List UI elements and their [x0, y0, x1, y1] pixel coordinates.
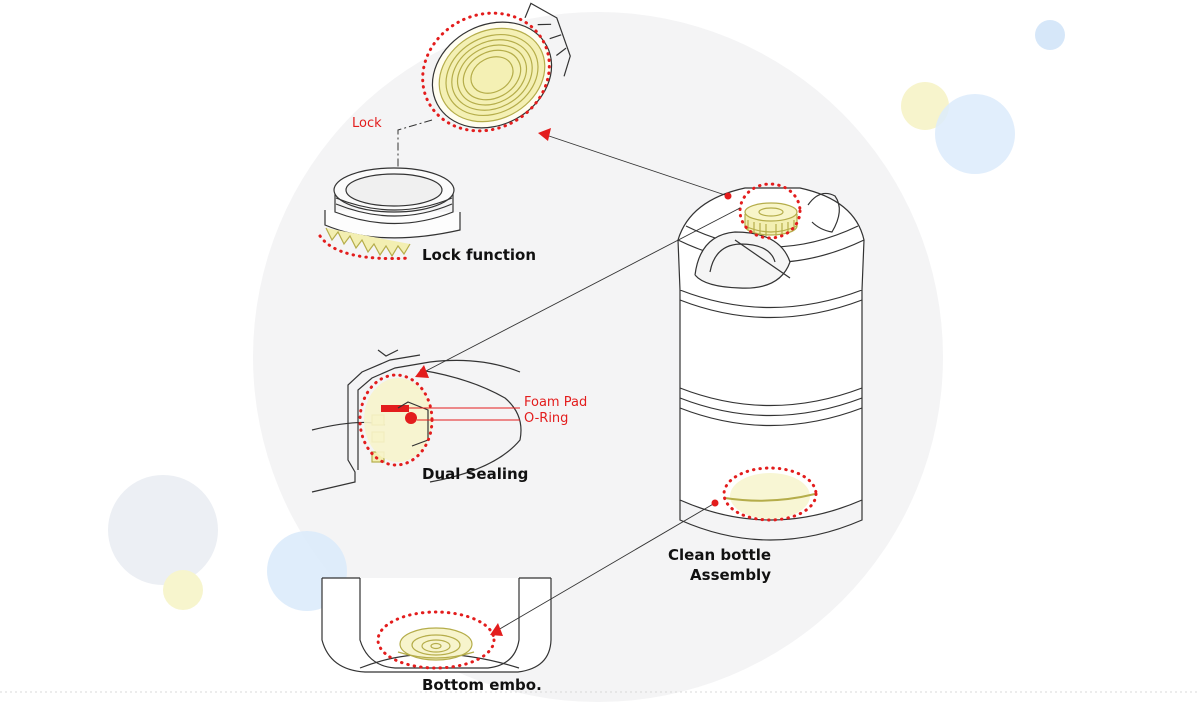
bubble-decoration [1035, 20, 1065, 50]
connectors [415, 128, 741, 636]
bottom-highlight [722, 466, 818, 522]
bottom-section [321, 577, 552, 673]
bubble-decoration [108, 475, 218, 585]
seal-section [311, 349, 522, 493]
o-ring-label: O-Ring [524, 411, 569, 426]
bottom-embo-highlight [376, 610, 496, 670]
cap-highlight [738, 182, 802, 240]
lock-highlight [421, 11, 551, 133]
lock-function-highlight [318, 234, 412, 260]
dual-sealing-highlight [358, 373, 434, 467]
assembly-label-line1: Clean bottle [668, 546, 772, 564]
bubble-decoration [901, 82, 949, 130]
foam-pad [381, 405, 409, 412]
assembly-label: Clean bottle Assembly [668, 545, 771, 585]
arrow-to-seal [415, 365, 429, 378]
lock-label: Lock [352, 116, 382, 131]
o-ring [405, 412, 417, 424]
lock-function-label: Lock function [422, 246, 537, 264]
bottle-body [677, 182, 865, 541]
dual-sealing-label: Dual Sealing [422, 465, 529, 483]
bubble-decoration [163, 570, 203, 610]
arrow-to-cap [538, 128, 551, 141]
foam-pad-label: Foam Pad [524, 395, 588, 410]
bottom-embo-label: Bottom embo. [422, 676, 542, 694]
cap-detail [421, 2, 571, 133]
lock-ring [318, 167, 461, 260]
bubble-decoration [935, 94, 1015, 174]
assembly-label-line2: Assembly [690, 566, 771, 584]
arrow-to-bottom [490, 623, 503, 636]
